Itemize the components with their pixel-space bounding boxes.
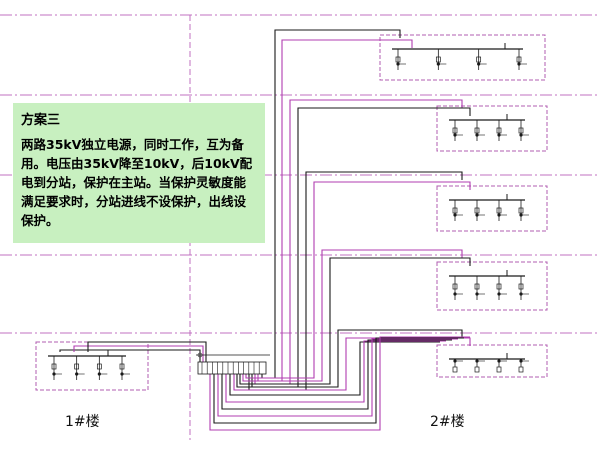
main-station-bus: [197, 361, 267, 375]
substation-2-4-breaker-3: [518, 283, 524, 290]
substation-2-3-boundary: [436, 185, 548, 232]
building-1-label: 1#楼: [65, 414, 100, 430]
substation-1-breaker-2: [96, 363, 102, 370]
substation-2-4-breaker-1: [474, 283, 480, 290]
feeder-5: [245, 181, 471, 379]
substation-2-1-boundary: [379, 34, 546, 81]
substation-2-2-breaker-2: [496, 127, 502, 134]
substation-2-5-breaker-2: [496, 366, 502, 373]
feeder-7: [239, 257, 471, 385]
substation-2-5-breaker-1: [474, 366, 480, 373]
substation-2-4-breaker-0: [452, 283, 458, 290]
substation-2-2-breaker-1: [474, 127, 480, 134]
building-2-label: 2#楼: [430, 414, 465, 430]
scheme-title: 方案三: [21, 113, 61, 128]
feeder-0: [261, 29, 401, 379]
substation-2-2: [436, 105, 548, 152]
substation-1: [35, 341, 149, 391]
feeder-b1-1: [73, 345, 204, 362]
feeder-2: [254, 99, 463, 385]
main-station: [196, 352, 270, 375]
substation-2-2-boundary: [436, 105, 548, 152]
substation-2-3-breaker-3: [518, 207, 524, 214]
feeder-b1-2: [87, 341, 207, 362]
scheme-info-box: 方案三 两路35kV独立电源，同时工作，互为备用。电压由35kV降至10kV，后…: [13, 103, 265, 243]
substation-2-3-breaker-1: [474, 207, 480, 214]
substation-2-1: [379, 34, 546, 81]
feeder-9: [233, 337, 471, 391]
substation-boxes: [35, 34, 548, 391]
feeder-4: [248, 171, 463, 391]
substation-2-2-breaker-3: [518, 127, 524, 134]
main-station-source: [197, 352, 203, 358]
substation-1-breaker-1: [74, 363, 80, 370]
feeder-low-2: [221, 339, 452, 410]
substation-2-3-breaker-0: [452, 207, 458, 214]
feeder-b1-0: [59, 349, 201, 362]
substation-2-4: [436, 261, 548, 311]
substation-2-5-breaker-0: [452, 366, 458, 373]
substation-2-2-breaker-0: [452, 127, 458, 134]
substation-2-1-breaker-3: [516, 56, 522, 63]
feeder-low-5: [209, 336, 470, 431]
feeder-low-4: [213, 337, 464, 424]
scheme-description: 两路35kV独立电源，同时工作，互为备用。电压由35kV降至10kV，后10kV…: [21, 137, 253, 228]
substation-2-3-breaker-2: [496, 207, 502, 214]
feeder-6: [242, 249, 463, 382]
substation-2-5-boundary: [436, 344, 548, 378]
substation-1-breaker-3: [119, 363, 125, 370]
substation-2-4-breaker-2: [496, 283, 502, 290]
feeder-1: [257, 39, 413, 382]
feeder-low-1: [225, 340, 446, 403]
substation-2-4-boundary: [436, 261, 548, 311]
feeder-8: [236, 329, 463, 388]
feeder-3: [251, 107, 471, 388]
feeder-cables: [59, 29, 471, 431]
feeder-low-0: [229, 341, 440, 396]
substation-2-5: [436, 344, 548, 378]
substation-1-boundary: [35, 341, 149, 391]
substation-2-1-breaker-0: [395, 56, 401, 63]
substation-2-1-breaker-1: [435, 56, 441, 63]
substation-2-5-breaker-3: [518, 366, 524, 373]
feeder-low-3: [217, 338, 458, 417]
substation-1-breaker-0: [51, 363, 57, 370]
substation-2-1-breaker-2: [476, 56, 482, 63]
substation-2-3: [436, 185, 548, 232]
